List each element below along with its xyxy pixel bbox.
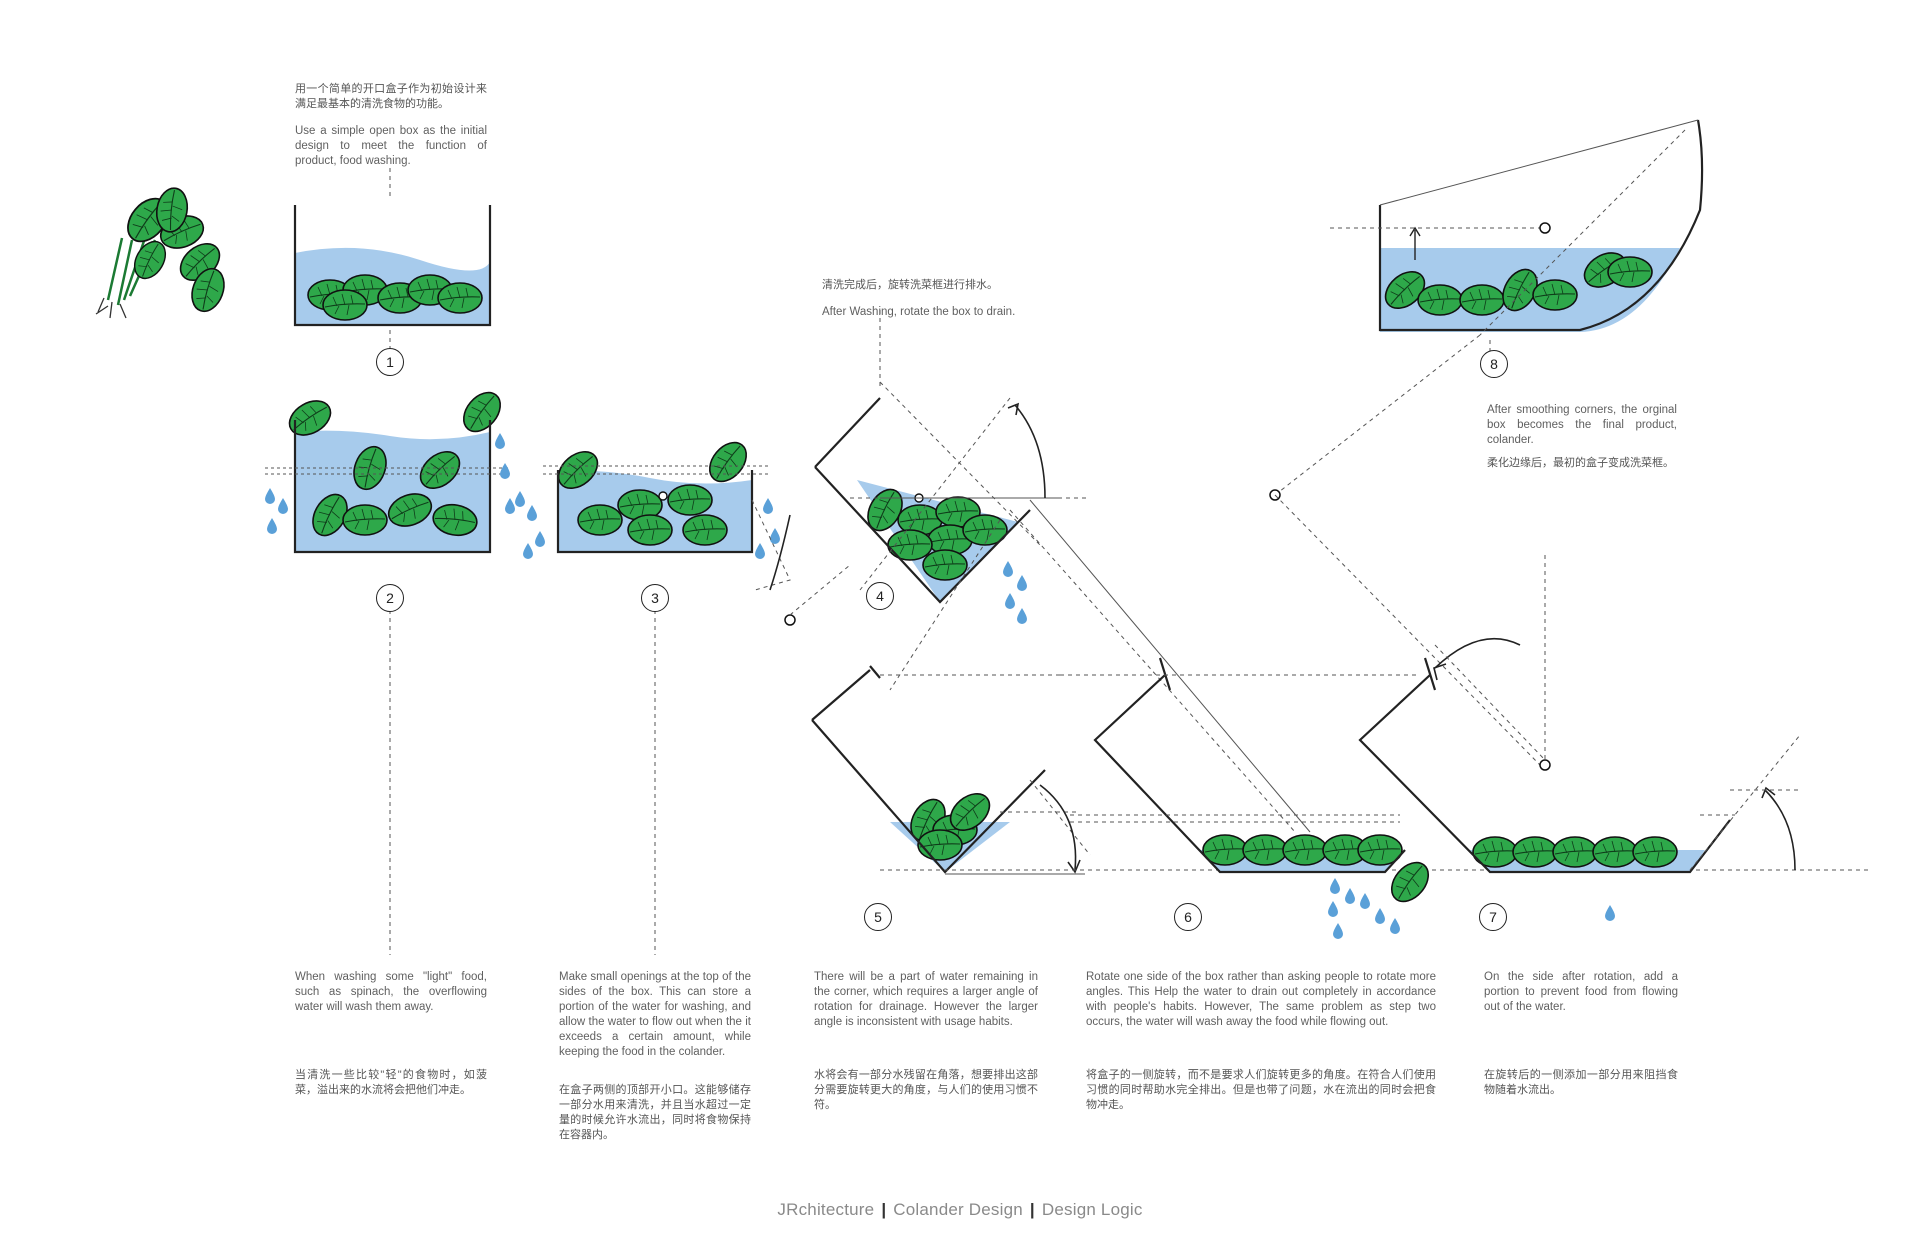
footer: JRchitecture | Colander Design | Design Logi… [0, 1200, 1920, 1220]
footer-separator: | [881, 1200, 887, 1219]
guide-line [889, 519, 1001, 691]
step-5-text: There will be a part of water remaining … [814, 970, 1038, 1113]
step-number-2: 2 [376, 584, 404, 612]
step-2-cn: 当清洗一些比较"轻"的食物时，如菠菜，溢出来的水流将会把他们冲走。 [295, 1069, 487, 1096]
step-number-3: 3 [641, 584, 669, 612]
step-7-box [1358, 555, 1801, 921]
step-1-en: Use a simple open box as the initial des… [295, 125, 487, 167]
step-3-box [515, 434, 851, 626]
step-1-text: 用一个简单的开口盒子作为初始设计来满足最基本的清洗食物的功能。 Use a si… [295, 82, 487, 169]
step-8-cn: 柔化边缘后，最初的盒子变成洗菜框。 [1487, 457, 1674, 469]
step-8-text: After smoothing corners, the orginal box… [1487, 403, 1677, 471]
step-4-rotated-box [814, 310, 1090, 624]
step-4-text: 清洗完成后，旋转洗菜框进行排水。 After Washing, rotate t… [822, 278, 1022, 320]
step-5-cn: 水将会有一部分水残留在角落，想要排出这部分需要旋转更大的角度，与人们的使用习惯不… [814, 1069, 1038, 1111]
step-number-4: 4 [866, 582, 894, 610]
step-5-rotated-box [811, 665, 1870, 875]
step-6-cn: 将盒子的一侧旋转，而不是要求人们旋转更多的角度。在符合人们使用习惯的同时帮助水完… [1086, 1069, 1436, 1111]
step-number-7: 7 [1479, 903, 1507, 931]
step-3-text: Make small openings at the top of the si… [559, 970, 751, 1143]
step-4-cn: 清洗完成后，旋转洗菜框进行排水。 [822, 279, 998, 291]
step-number-5: 5 [864, 903, 892, 931]
step-1-box [293, 168, 492, 350]
step-3-cn: 在盒子两侧的顶部开小口。这能够储存一部分水用来清洗，并且当水超过一定量的时候允许… [559, 1084, 751, 1141]
step-6-en: Rotate one side of the box rather than a… [1086, 971, 1436, 1028]
step-7-cn: 在旋转后的一侧添加一部分用来阻挡食物随着水流出。 [1484, 1069, 1678, 1096]
step-7-text: On the side after rotation, add a portio… [1484, 970, 1678, 1098]
step-2-text: When washing some "light" food, such as … [295, 970, 487, 1098]
step-number-8: 8 [1480, 350, 1508, 378]
guide-line [1029, 499, 1311, 833]
step-8-colander [1269, 119, 1704, 766]
step-number-6: 6 [1174, 903, 1202, 931]
step-6-box [1060, 657, 1437, 939]
footer-project: Colander Design [893, 1200, 1023, 1219]
footer-section: Design Logic [1041, 1200, 1143, 1219]
footer-brand: JRchitecture [777, 1200, 875, 1219]
step-6-text: Rotate one side of the box rather than a… [1086, 970, 1436, 1113]
step-3-en: Make small openings at the top of the si… [559, 971, 751, 1058]
footer-separator: | [1029, 1200, 1035, 1219]
step-4-en: After Washing, rotate the box to drain. [822, 306, 1016, 318]
step-2-en: When washing some "light" food, such as … [295, 971, 487, 1013]
step-5-en: There will be a part of water remaining … [814, 971, 1038, 1028]
step-number-1: 1 [376, 348, 404, 376]
step-8-en: After smoothing corners, the orginal box… [1487, 404, 1677, 446]
spinach-bunch-illustration [95, 184, 231, 319]
step-1-cn: 用一个简单的开口盒子作为初始设计来满足最基本的清洗食物的功能。 [295, 83, 487, 110]
step-2-box [265, 384, 515, 554]
guide-line [1009, 509, 1296, 833]
step-7-en: On the side after rotation, add a portio… [1484, 971, 1678, 1013]
